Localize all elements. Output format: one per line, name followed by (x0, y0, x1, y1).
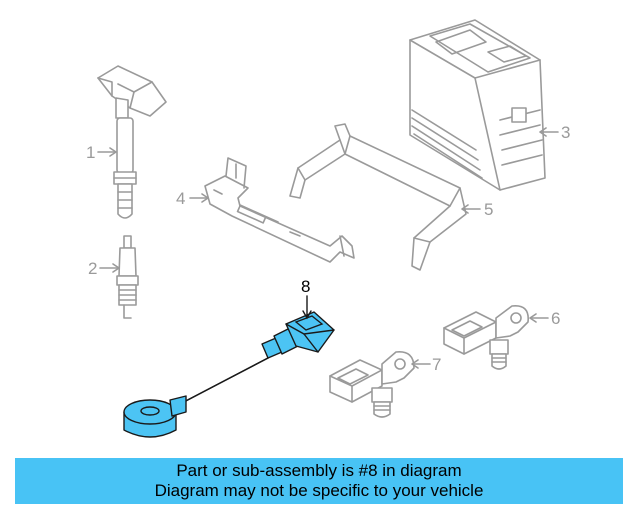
part-3-engine-control-module[interactable] (409, 19, 546, 191)
part-8-knock-sensor[interactable] (123, 311, 335, 438)
callout-arrow-5 (461, 204, 469, 214)
part-2-spark-plug[interactable] (116, 235, 139, 319)
callout-8: 8 (301, 277, 310, 296)
part-6-position-sensor[interactable] (443, 305, 529, 370)
parts-diagram: 1 2 3 4 (86, 19, 570, 438)
banner-line-2: Diagram may not be specific to your vehi… (154, 481, 484, 500)
banner-line-1: Part or sub-assembly is #8 in diagram (176, 461, 462, 480)
callout-arrow-7 (411, 359, 419, 369)
callout-7: 7 (432, 355, 441, 374)
part-1-ignition-coil[interactable] (97, 65, 167, 219)
callout-arrow-4 (201, 193, 209, 203)
part-4-mounting-bracket[interactable] (204, 157, 355, 263)
callout-arrow-2 (112, 263, 120, 273)
part-7-position-sensor[interactable] (329, 351, 415, 418)
part-5-ecm-bracket[interactable] (289, 123, 467, 271)
callout-2: 2 (88, 259, 97, 278)
callout-3: 3 (561, 123, 570, 142)
callout-arrow-3 (539, 127, 547, 137)
callout-5: 5 (484, 200, 493, 219)
callout-arrow-1 (109, 147, 117, 157)
callout-6: 6 (551, 309, 560, 328)
info-banner: Part or sub-assembly is #8 in diagram Di… (15, 458, 623, 504)
callout-4: 4 (176, 189, 185, 208)
callout-1: 1 (86, 143, 95, 162)
callout-arrow-6 (529, 313, 537, 323)
callout-arrow-8 (302, 310, 312, 320)
